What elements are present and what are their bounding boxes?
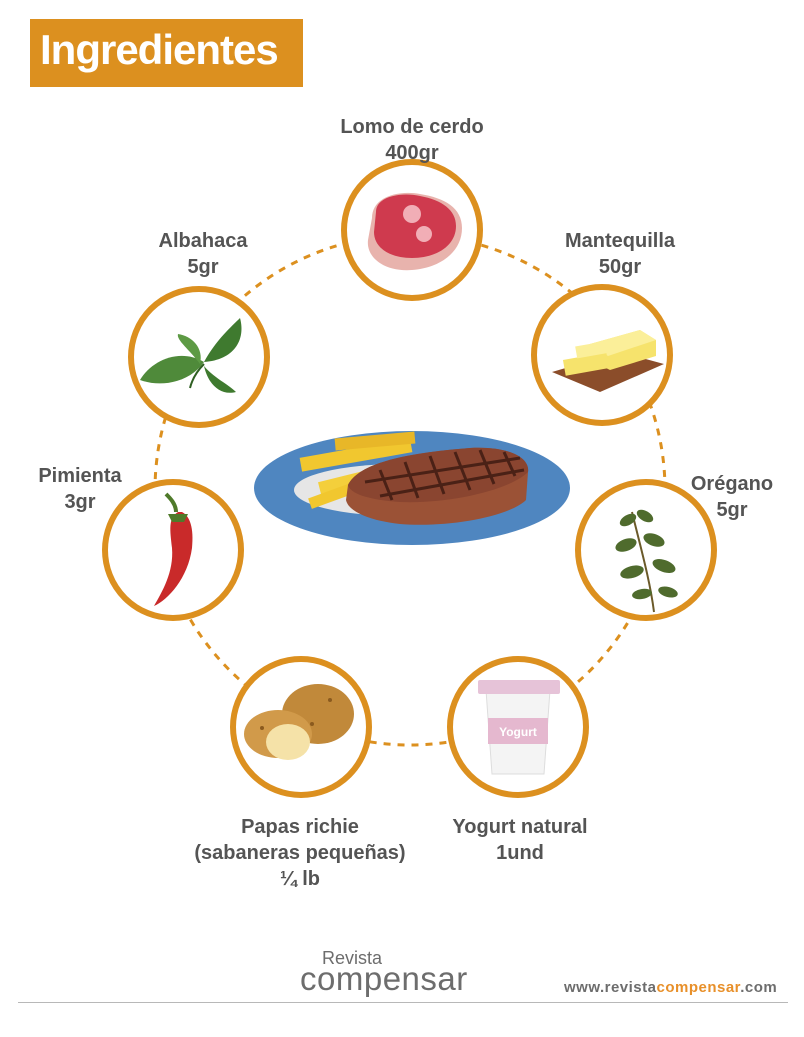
ingredient-qty-2: ¼ lb [279,868,320,890]
ingredient-qty: 5gr [187,256,219,278]
ingredient-qty: 400gr [385,142,439,164]
ingredient-qty: 3gr [64,491,96,513]
steak-plate-illustration [254,431,570,545]
ingredient-name: Lomo de cerdo [340,116,484,138]
page-title: Ingredientes [40,26,279,73]
ingredient-qty: (sabaneras pequeñas) [194,842,406,864]
ingredient-name: Albahaca [158,230,248,252]
ingredient-name: Papas richie [241,816,359,838]
ingredient-label-oregano: Orégano 5gr [672,471,792,523]
ingredient-label-yogurt: Yogurt natural 1und [430,814,610,866]
footer-divider [18,1002,788,1003]
title-banner [30,19,303,87]
ingredient-label-papas: Papas richie (sabaneras pequeñas) ¼ lb [170,814,430,892]
url-prefix: www.revista [564,979,657,996]
oregano-icon [575,479,717,621]
ingredient-name: Mantequilla [564,230,675,252]
brand-logo: compensar [300,960,468,997]
ingredient-qty: 1und [496,842,544,864]
ingredient-qty: 50gr [598,256,642,278]
chili-pepper-icon [102,479,244,621]
ingredient-qty: 5gr [716,499,748,521]
ingredient-label-pimienta: Pimienta 3gr [20,463,140,515]
url-suffix: .com [740,979,778,996]
yogurt-cup-label: Yogurt [499,725,537,739]
brand-logo-small: Revista [322,948,383,968]
yogurt-icon: Yogurt [447,656,589,798]
basil-icon [128,286,270,428]
potatoes-icon [230,656,372,798]
url-accent: compensar [656,979,741,996]
ingredient-label-mantequilla: Mantequilla 50gr [540,228,700,280]
ingredient-name: Orégano [690,473,774,495]
pork-loin-icon [341,159,483,301]
ingredient-name: Yogurt natural [452,816,588,838]
butter-icon [531,284,673,426]
ingredient-label-lomo: Lomo de cerdo 400gr [322,114,502,166]
website-url: www.revistacompensar.com [564,979,777,996]
ingredient-name: Pimienta [38,465,122,487]
ingredient-label-albahaca: Albahaca 5gr [128,228,278,280]
